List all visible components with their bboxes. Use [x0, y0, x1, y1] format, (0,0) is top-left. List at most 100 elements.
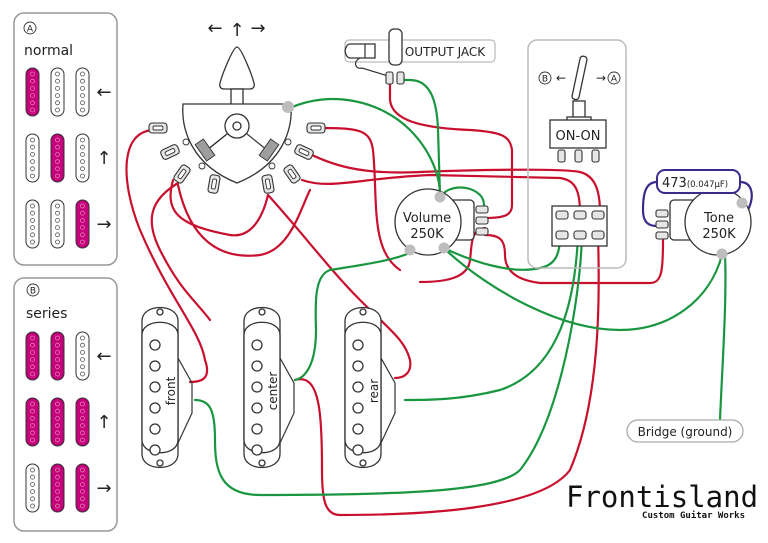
wire-green-7 [403, 234, 580, 402]
pole-piece [80, 137, 85, 143]
pole-piece [30, 144, 35, 150]
pole-piece [55, 415, 60, 421]
pole-piece [352, 444, 364, 456]
toggle-block-lug [555, 210, 569, 220]
pole-piece [352, 360, 364, 372]
pole-piece [30, 401, 35, 407]
pole-piece [80, 71, 85, 77]
tone-capacitor: 473(0.047μF) [656, 169, 741, 194]
badge-a-circle [23, 21, 37, 35]
mount-hole [156, 308, 164, 316]
pole-piece [55, 232, 60, 238]
pole-piece [30, 100, 35, 106]
selector-arrow-right-icon: → [250, 18, 265, 39]
pole-piece [55, 357, 60, 363]
wire-red-5 [266, 193, 412, 380]
pole-piece [352, 402, 364, 414]
toggle-badge-b: B [542, 75, 548, 85]
toggle-arrow-right-icon: → [596, 71, 606, 85]
pole-piece [80, 437, 85, 443]
pickup-label: center [266, 372, 280, 411]
pole-piece [30, 217, 35, 223]
wire-green-1 [288, 97, 442, 197]
pole-piece [80, 159, 85, 165]
pickup-rear[interactable]: rear [344, 307, 396, 468]
direction-arrow-icon: ↑ [96, 412, 111, 433]
pole-piece [30, 107, 35, 113]
pickup-center[interactable]: center [243, 307, 295, 468]
pole-piece [80, 503, 85, 509]
pickup-inactive-icon [75, 331, 90, 381]
capacitor-value-text: (0.047μF) [687, 180, 728, 190]
pickup-active-icon [25, 397, 40, 447]
toggle-block-lug [573, 210, 587, 220]
pole-piece [30, 173, 35, 179]
volume-pot[interactable]: Volume 250K [394, 188, 489, 256]
toggle-block-lugs [555, 210, 605, 240]
pole-piece [30, 239, 35, 245]
pole-piece [55, 342, 60, 348]
pole-piece [352, 339, 364, 351]
pole-piece [80, 408, 85, 414]
pickup-active-icon [50, 463, 65, 513]
pole-piece [55, 86, 60, 91]
wire-red-8 [300, 173, 582, 215]
pole-piece [80, 467, 85, 473]
tone-lug-2 [655, 220, 669, 229]
pole-piece [30, 71, 35, 77]
pole-piece [30, 232, 35, 238]
jack-lug-sleeve [396, 71, 405, 85]
selector-wiper-left [194, 138, 216, 162]
pole-piece [80, 401, 85, 407]
selector-knob[interactable] [219, 46, 255, 90]
bridge-ground: Bridge (ground) [626, 419, 744, 443]
selector-arrows: ← ↑ → [207, 18, 265, 41]
selector-lug [173, 164, 191, 184]
pole-piece [30, 503, 35, 509]
pole-piece [149, 360, 161, 372]
pickup-active-icon [75, 199, 90, 249]
pole-piece [149, 402, 161, 414]
pole-piece [80, 166, 85, 172]
pole-piece [55, 71, 60, 77]
pole-piece [251, 381, 263, 393]
jack-sleeve [388, 28, 403, 66]
pole-piece [80, 371, 85, 377]
wire-red-2 [150, 181, 212, 322]
pole-piece [55, 349, 60, 355]
legend-row: ↑ [25, 397, 112, 447]
pole-piece [80, 364, 85, 370]
pole-piece [55, 239, 60, 245]
wire-green-2 [398, 78, 442, 197]
panel-a-rows: ←↑→ [25, 67, 112, 249]
pole-piece [55, 408, 60, 414]
selector-lug [207, 174, 221, 194]
pole-piece [55, 430, 60, 436]
selector-switch[interactable]: ← ↑ → [148, 18, 326, 194]
direction-arrow-icon: ↑ [96, 148, 111, 169]
toggle-bat[interactable] [571, 55, 588, 101]
pole-piece [55, 166, 60, 172]
pickup-front[interactable]: front [141, 307, 193, 468]
pole-piece [251, 423, 263, 435]
toggle-top-lug-1 [557, 149, 566, 163]
pole-piece [30, 430, 35, 436]
pole-piece [80, 217, 85, 223]
tone-pot[interactable]: Tone 250K [655, 188, 752, 260]
wire-red-6 [318, 126, 402, 272]
volume-lug-3 [475, 227, 489, 236]
direction-arrow-icon: → [96, 478, 111, 499]
pickup-inactive-icon [50, 199, 65, 249]
brand-logo: Frontisland Custom Guitar Works [566, 480, 758, 521]
pole-piece [55, 371, 60, 377]
pole-piece [352, 423, 364, 435]
panel-b-rows: ←↑→ [25, 331, 112, 513]
panel-a-title: normal [24, 43, 73, 59]
badge-a: A [27, 25, 34, 35]
volume-pot-casing[interactable] [394, 188, 462, 256]
pole-piece [80, 415, 85, 421]
output-jack[interactable]: OUTPUT JACK [344, 28, 496, 85]
pole-piece [55, 467, 60, 473]
toggle-block-lug [555, 230, 569, 240]
jack-tip-lead [354, 57, 389, 77]
